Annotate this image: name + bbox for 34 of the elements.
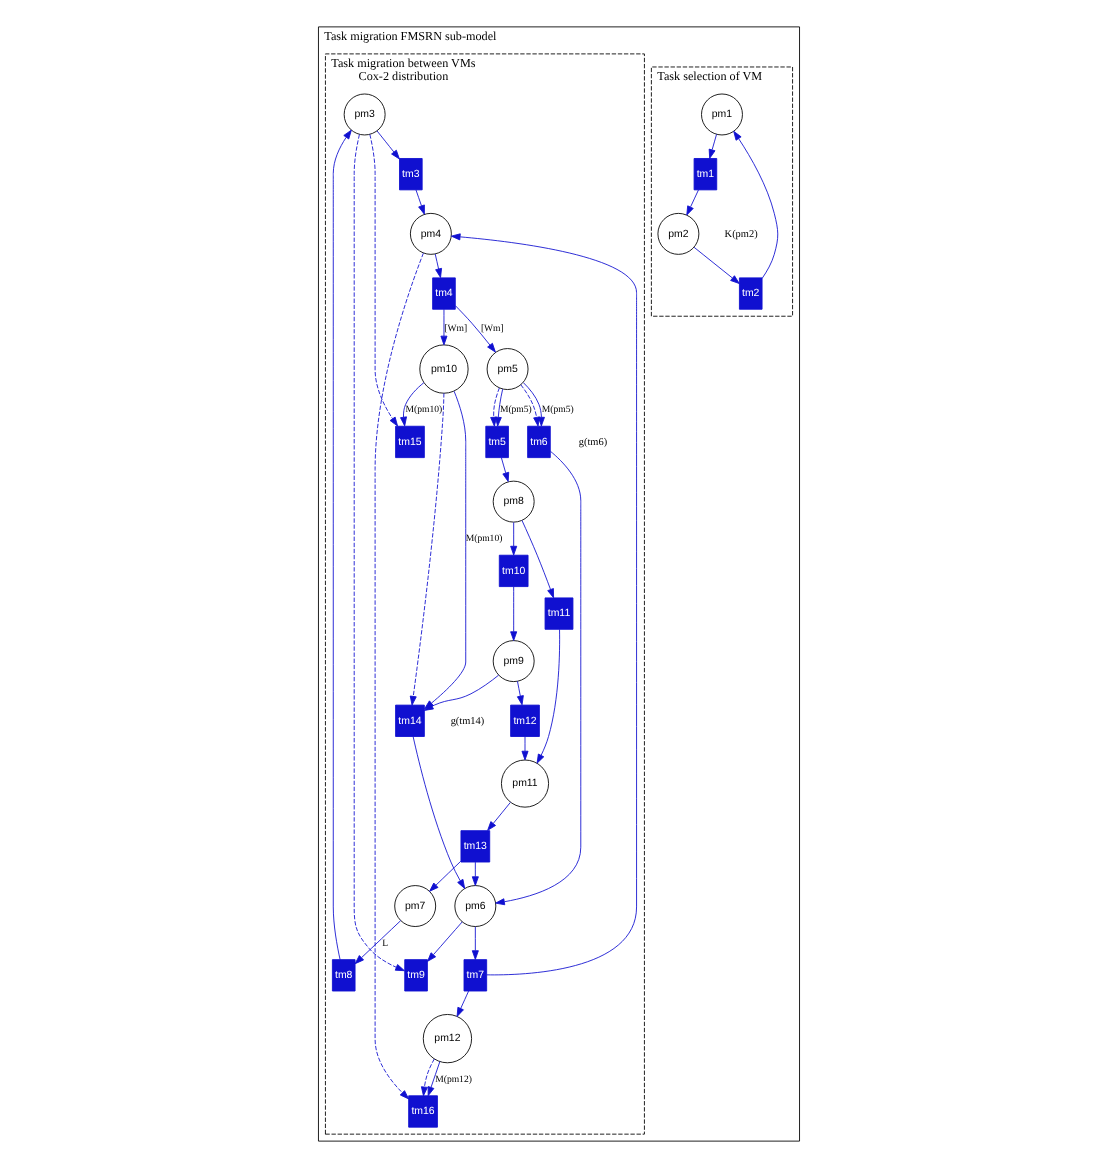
arrow — [427, 921, 463, 962]
arrow — [708, 133, 717, 159]
arrow — [686, 189, 699, 216]
arrow — [693, 246, 740, 284]
arrow — [412, 736, 466, 889]
arrow — [536, 629, 561, 764]
arrow — [521, 520, 555, 599]
arrow — [510, 586, 518, 641]
arrow — [400, 382, 425, 427]
arrow — [369, 134, 398, 427]
arrow — [494, 388, 504, 427]
arrow — [733, 130, 779, 279]
arrow — [427, 1061, 441, 1097]
arrow — [420, 1058, 435, 1097]
arrow — [440, 308, 448, 346]
arrow — [500, 457, 510, 482]
arrow — [471, 926, 479, 960]
arrow — [490, 387, 500, 427]
arrow — [354, 920, 402, 965]
arrow — [415, 189, 425, 215]
arrow — [332, 129, 352, 960]
arrow — [516, 680, 524, 706]
arrow — [450, 233, 637, 976]
arrow — [471, 861, 479, 886]
arrow — [409, 392, 445, 706]
arrow — [434, 253, 443, 278]
arrow — [456, 990, 469, 1017]
arrow — [353, 134, 405, 972]
arrow — [521, 736, 529, 761]
arrow — [510, 521, 518, 556]
arrow — [429, 860, 462, 892]
arrow — [376, 130, 400, 160]
arrow — [487, 802, 511, 831]
arrow — [454, 305, 496, 353]
